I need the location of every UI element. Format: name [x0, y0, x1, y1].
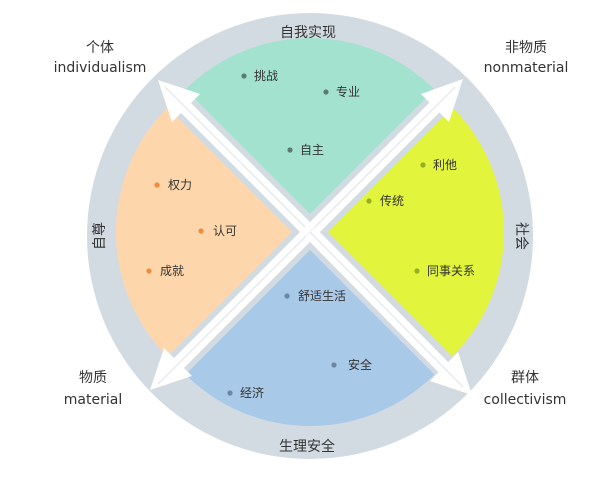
item-coworker-relations: 同事关系 — [427, 264, 475, 278]
item-altruism: 利他 — [433, 158, 457, 172]
quadrant-label-physiological-safety: 生理安全 — [279, 438, 335, 455]
item-dot — [154, 182, 160, 188]
wedge-esteem — [115, 107, 292, 357]
arrow-material — [150, 227, 315, 390]
item-professional: 专业 — [336, 84, 360, 99]
item-dot — [241, 73, 247, 79]
item-dot — [287, 147, 293, 153]
wedge-physiological-safety — [185, 250, 435, 427]
item-autonomy: 自主 — [300, 143, 324, 157]
item-dot — [284, 293, 290, 299]
corner-individualism-zh: 个体 — [86, 40, 114, 56]
quadrant-label-self-actualization: 自我实现 — [280, 25, 336, 41]
item-dot — [146, 268, 152, 274]
item-dot — [227, 390, 233, 396]
diagonal-arrows — [150, 79, 472, 395]
item-dot — [198, 228, 204, 234]
corner-individualism-en: individualism — [54, 60, 147, 76]
item-dot — [420, 162, 426, 168]
quadrant-label-social: 社会 — [513, 222, 529, 250]
item-security: 安全 — [348, 357, 372, 372]
item-comfortable-life: 舒适生活 — [298, 289, 346, 303]
item-achievement: 成就 — [160, 264, 184, 278]
arrow-nonmaterial — [305, 79, 463, 237]
wedge-self-actualization — [185, 37, 435, 214]
arrow-collectivism — [305, 227, 472, 395]
arrow-individualism — [158, 80, 315, 237]
quadrant-label-esteem: 自尊 — [91, 222, 108, 250]
item-dot — [366, 198, 372, 204]
item-power: 权力 — [168, 178, 192, 192]
item-economy: 经济 — [240, 385, 264, 400]
corner-material-en: material — [64, 392, 122, 408]
corner-nonmaterial-en: nonmaterial — [484, 60, 569, 76]
item-challenge: 挑战 — [254, 69, 278, 83]
item-dot — [331, 362, 337, 368]
corner-nonmaterial-zh: 非物质 — [505, 40, 547, 56]
item-recognition: 认可 — [213, 224, 237, 238]
wedge-social — [328, 107, 505, 357]
item-dot — [323, 89, 329, 95]
corner-material-zh: 物质 — [79, 370, 107, 386]
item-dot — [414, 268, 420, 274]
item-tradition: 传统 — [380, 193, 404, 208]
corner-collectivism-zh: 群体 — [511, 370, 539, 386]
corner-collectivism-en: collectivism — [484, 392, 567, 408]
